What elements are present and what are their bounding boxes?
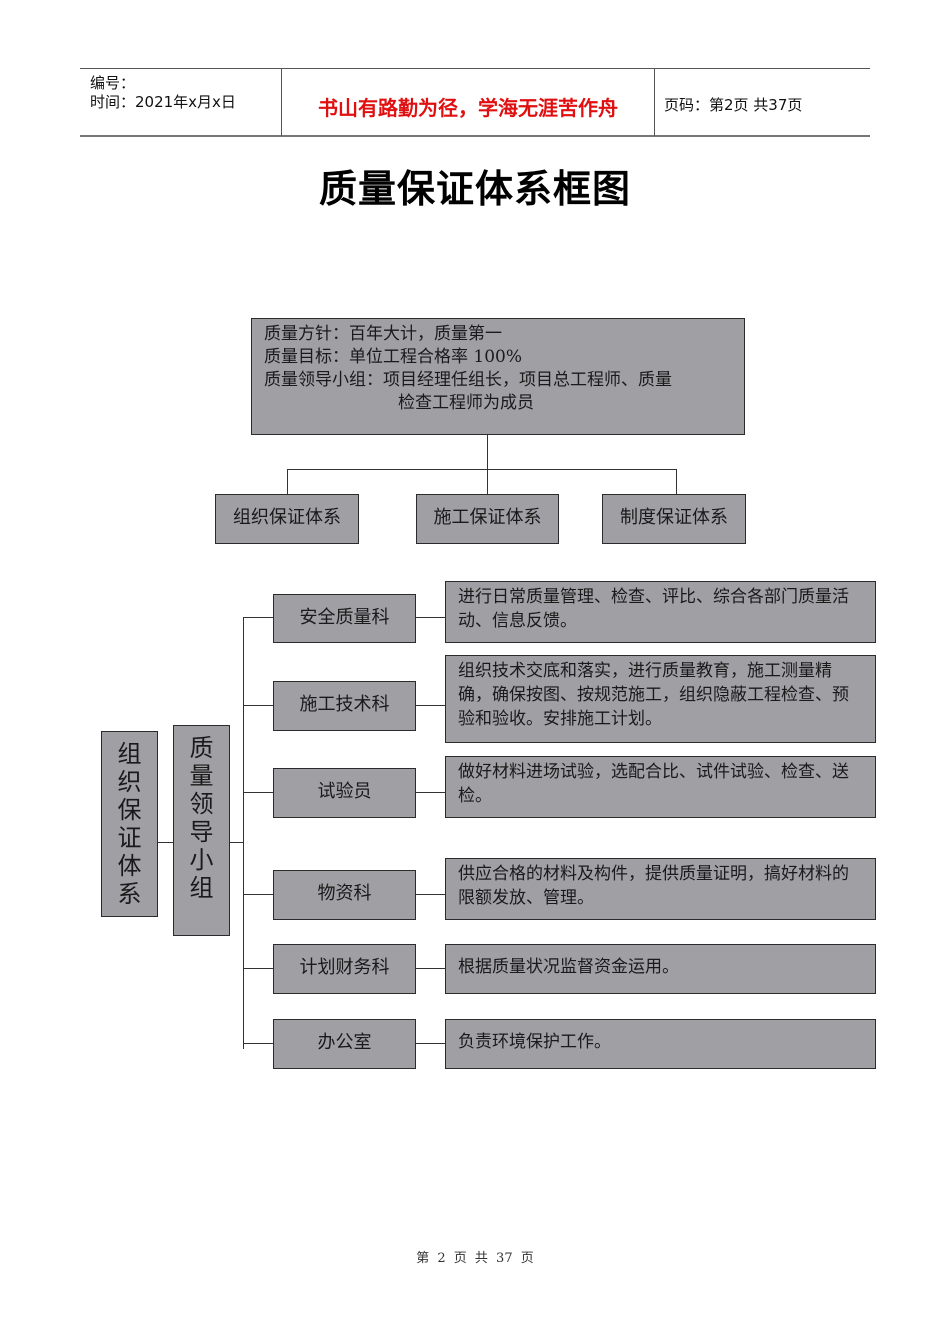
duty-box: 进行日常质量管理、检查、评比、综合各部门质量活动、信息反馈。 [445,581,876,643]
branch-line [416,1043,445,1044]
page-footer: 第 2 页 共 37 页 [416,1251,534,1266]
duty-box: 根据质量状况监督资金运用。 [445,944,876,994]
header-top-border [80,68,870,69]
connector-top-vertical [487,435,488,495]
goal-line: 质量目标：单位工程合格率 100% [264,347,523,367]
connector-leader-to-trunk [230,842,244,843]
department-trunk-line [243,617,244,1049]
header-bottom-border [80,135,870,137]
leader-group-line-cont: 检查工程师为成员 [398,393,534,413]
branch-line [416,894,445,895]
branch-line [243,617,273,618]
branch-line [416,792,445,793]
system-label: 制度保证体系 [620,507,728,528]
duty-text: 根据质量状况监督资金运用。 [458,957,679,977]
department-name: 计划财务科 [299,957,390,978]
leader-group-line: 质量领导小组：项目经理任组长，项目总工程师、质量 [264,370,672,390]
connector-org-to-leader [158,842,173,843]
department-box: 试验员 [273,768,416,818]
page-title: 质量保证体系框图 [318,167,631,211]
org-system-label: 组织保证体系 [117,740,142,908]
system-box-rules: 制度保证体系 [602,494,746,544]
branch-line [416,968,445,969]
org-system-vertical-box: 组织保证体系 [101,731,158,917]
duty-text: 供应合格的材料及构件，提供质量证明，搞好材料的限额发放、管理。 [458,864,849,908]
system-box-org: 组织保证体系 [215,494,359,544]
date-label: 时间：2021年x月x日 [90,93,236,111]
department-box: 安全质量科 [273,594,416,643]
system-box-construction: 施工保证体系 [416,494,559,544]
page-info: 页码：第2页 共37页 [664,96,803,114]
department-name: 安全质量科 [299,607,390,628]
branch-line [243,894,273,895]
connector-right-drop [676,469,677,494]
duty-text: 做好材料进场试验，选配合比、试件试验、检查、送检。 [458,762,849,806]
branch-line [416,617,445,618]
leader-group-label: 质量领导小组 [189,734,214,902]
branch-line [243,1043,273,1044]
motto: 书山有路勤为径，学海无涯苦作舟 [318,96,618,120]
duty-text: 组织技术交底和落实，进行质量教育，施工测量精确，确保按图、按规范施工，组织隐蔽工… [458,661,849,729]
department-name: 施工技术科 [299,694,390,715]
branch-line [243,792,273,793]
connector-top-horizontal [287,469,676,470]
branch-line [416,705,445,706]
system-label: 施工保证体系 [433,507,542,528]
branch-line [243,968,273,969]
header-divider-1 [281,68,282,136]
leader-group-vertical-box: 质量领导小组 [173,725,230,936]
system-label: 组织保证体系 [233,507,341,528]
serial-label: 编号： [90,74,136,92]
quality-policy-box: 质量方针：百年大计，质量第一 质量目标：单位工程合格率 100% 质量领导小组：… [251,318,745,435]
branch-line [243,705,273,706]
duty-box: 做好材料进场试验，选配合比、试件试验、检查、送检。 [445,756,876,818]
duty-text: 进行日常质量管理、检查、评比、综合各部门质量活动、信息反馈。 [458,587,849,631]
duty-text: 负责环境保护工作。 [458,1032,611,1052]
department-box: 施工技术科 [273,681,416,731]
department-name: 办公室 [317,1032,372,1053]
department-name: 物资科 [317,883,372,904]
department-box: 物资科 [273,870,416,920]
department-box: 计划财务科 [273,944,416,994]
department-name: 试验员 [317,781,372,802]
department-box: 办公室 [273,1019,416,1069]
duty-box: 负责环境保护工作。 [445,1019,876,1069]
header-divider-2 [654,68,655,136]
duty-box: 组织技术交底和落实，进行质量教育，施工测量精确，确保按图、按规范施工，组织隐蔽工… [445,655,876,743]
duty-box: 供应合格的材料及构件，提供质量证明，搞好材料的限额发放、管理。 [445,858,876,920]
connector-left-drop [287,469,288,494]
policy-line: 质量方针：百年大计，质量第一 [264,324,502,344]
